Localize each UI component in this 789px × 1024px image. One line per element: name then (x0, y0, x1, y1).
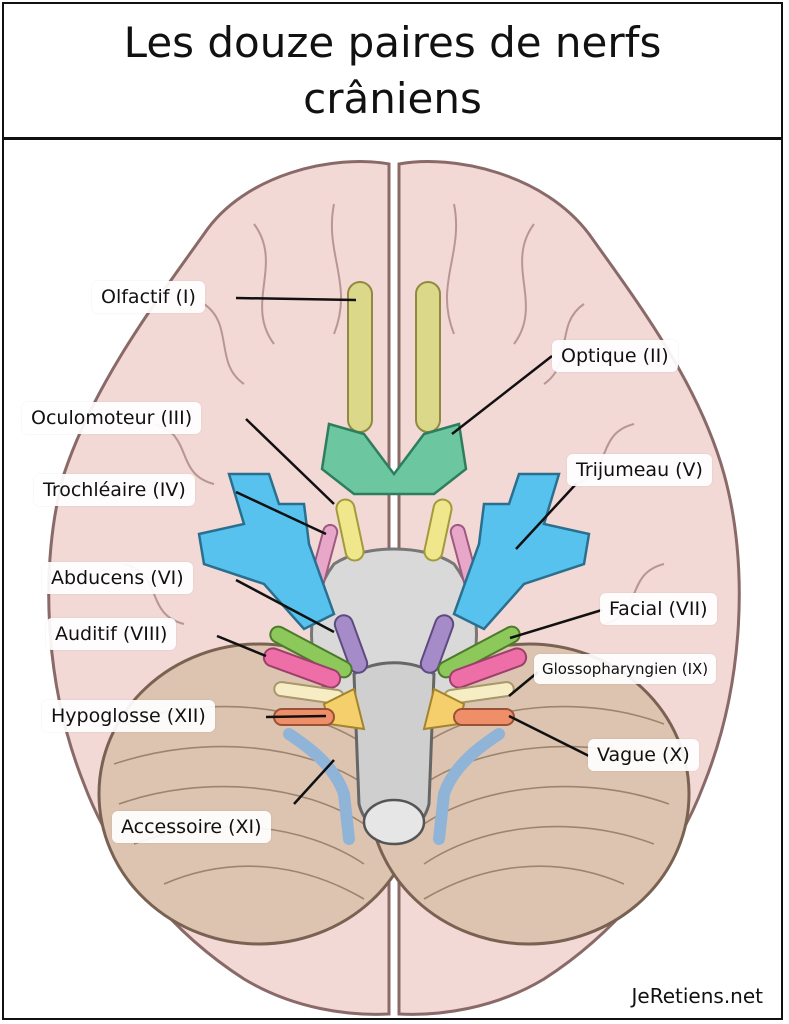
title-box: Les douze paires de nerfs crâniens (4, 4, 781, 140)
leader-glossopharyngien (508, 671, 539, 697)
facial-nerve-left (269, 625, 353, 679)
label-facial: Facial (VII) (600, 593, 717, 625)
label-olfactif: Olfactif (I) (92, 281, 205, 313)
label-vague: Vague (X) (588, 739, 699, 771)
accessoire-nerve-right (433, 728, 505, 845)
leader-trijumeau (515, 483, 577, 550)
abducens-nerve-left (333, 614, 369, 674)
spinal-cord-section (362, 798, 426, 846)
brain-illustration (47, 160, 741, 1016)
label-trijumeau: Trijumeau (V) (567, 454, 712, 486)
label-glossopharyngien: Glossopharyngien (IX) (534, 654, 717, 684)
site-credit: JeRetiens.net (631, 984, 763, 1008)
leader-auditif (216, 634, 267, 658)
label-auditif: Auditif (VIII) (46, 618, 177, 650)
olfactif-nerve-left (347, 281, 373, 433)
leader-abducens (235, 578, 335, 634)
leader-vague (508, 714, 590, 758)
olfactif-nerve-right (415, 281, 441, 433)
auditif-nerve-right (448, 647, 528, 689)
vague-nerve-right (453, 708, 515, 726)
oculomoteur-nerve-left (335, 498, 365, 562)
abducens-nerve-right (419, 614, 455, 674)
leader-olfactif (235, 296, 357, 302)
label-accessoire: Accessoire (XI) (112, 811, 271, 843)
leader-accessoire (293, 759, 335, 805)
trijumeau-nerve-right (452, 472, 591, 631)
leader-hypoglosse (265, 714, 327, 719)
leader-facial (509, 608, 603, 640)
optique-chiasm (320, 422, 468, 496)
trijumeau-nerve-left (197, 472, 336, 631)
label-hypoglosse: Hypoglosse (XII) (42, 700, 215, 732)
accessoire-nerve-left (283, 728, 355, 845)
leader-optique (451, 355, 553, 435)
facial-nerve-right (437, 625, 521, 679)
leader-oculomoteur (245, 418, 335, 505)
label-optique: Optique (II) (552, 340, 678, 372)
label-oculomoteur: Oculomoteur (III) (22, 402, 202, 434)
leader-trochleaire (235, 490, 327, 536)
label-abducens: Abducens (VI) (42, 562, 193, 594)
label-trochleaire: Trochléaire (IV) (34, 474, 195, 506)
page-title: Les douze paires de nerfs crâniens (123, 17, 662, 123)
oculomoteur-nerve-right (423, 498, 453, 562)
